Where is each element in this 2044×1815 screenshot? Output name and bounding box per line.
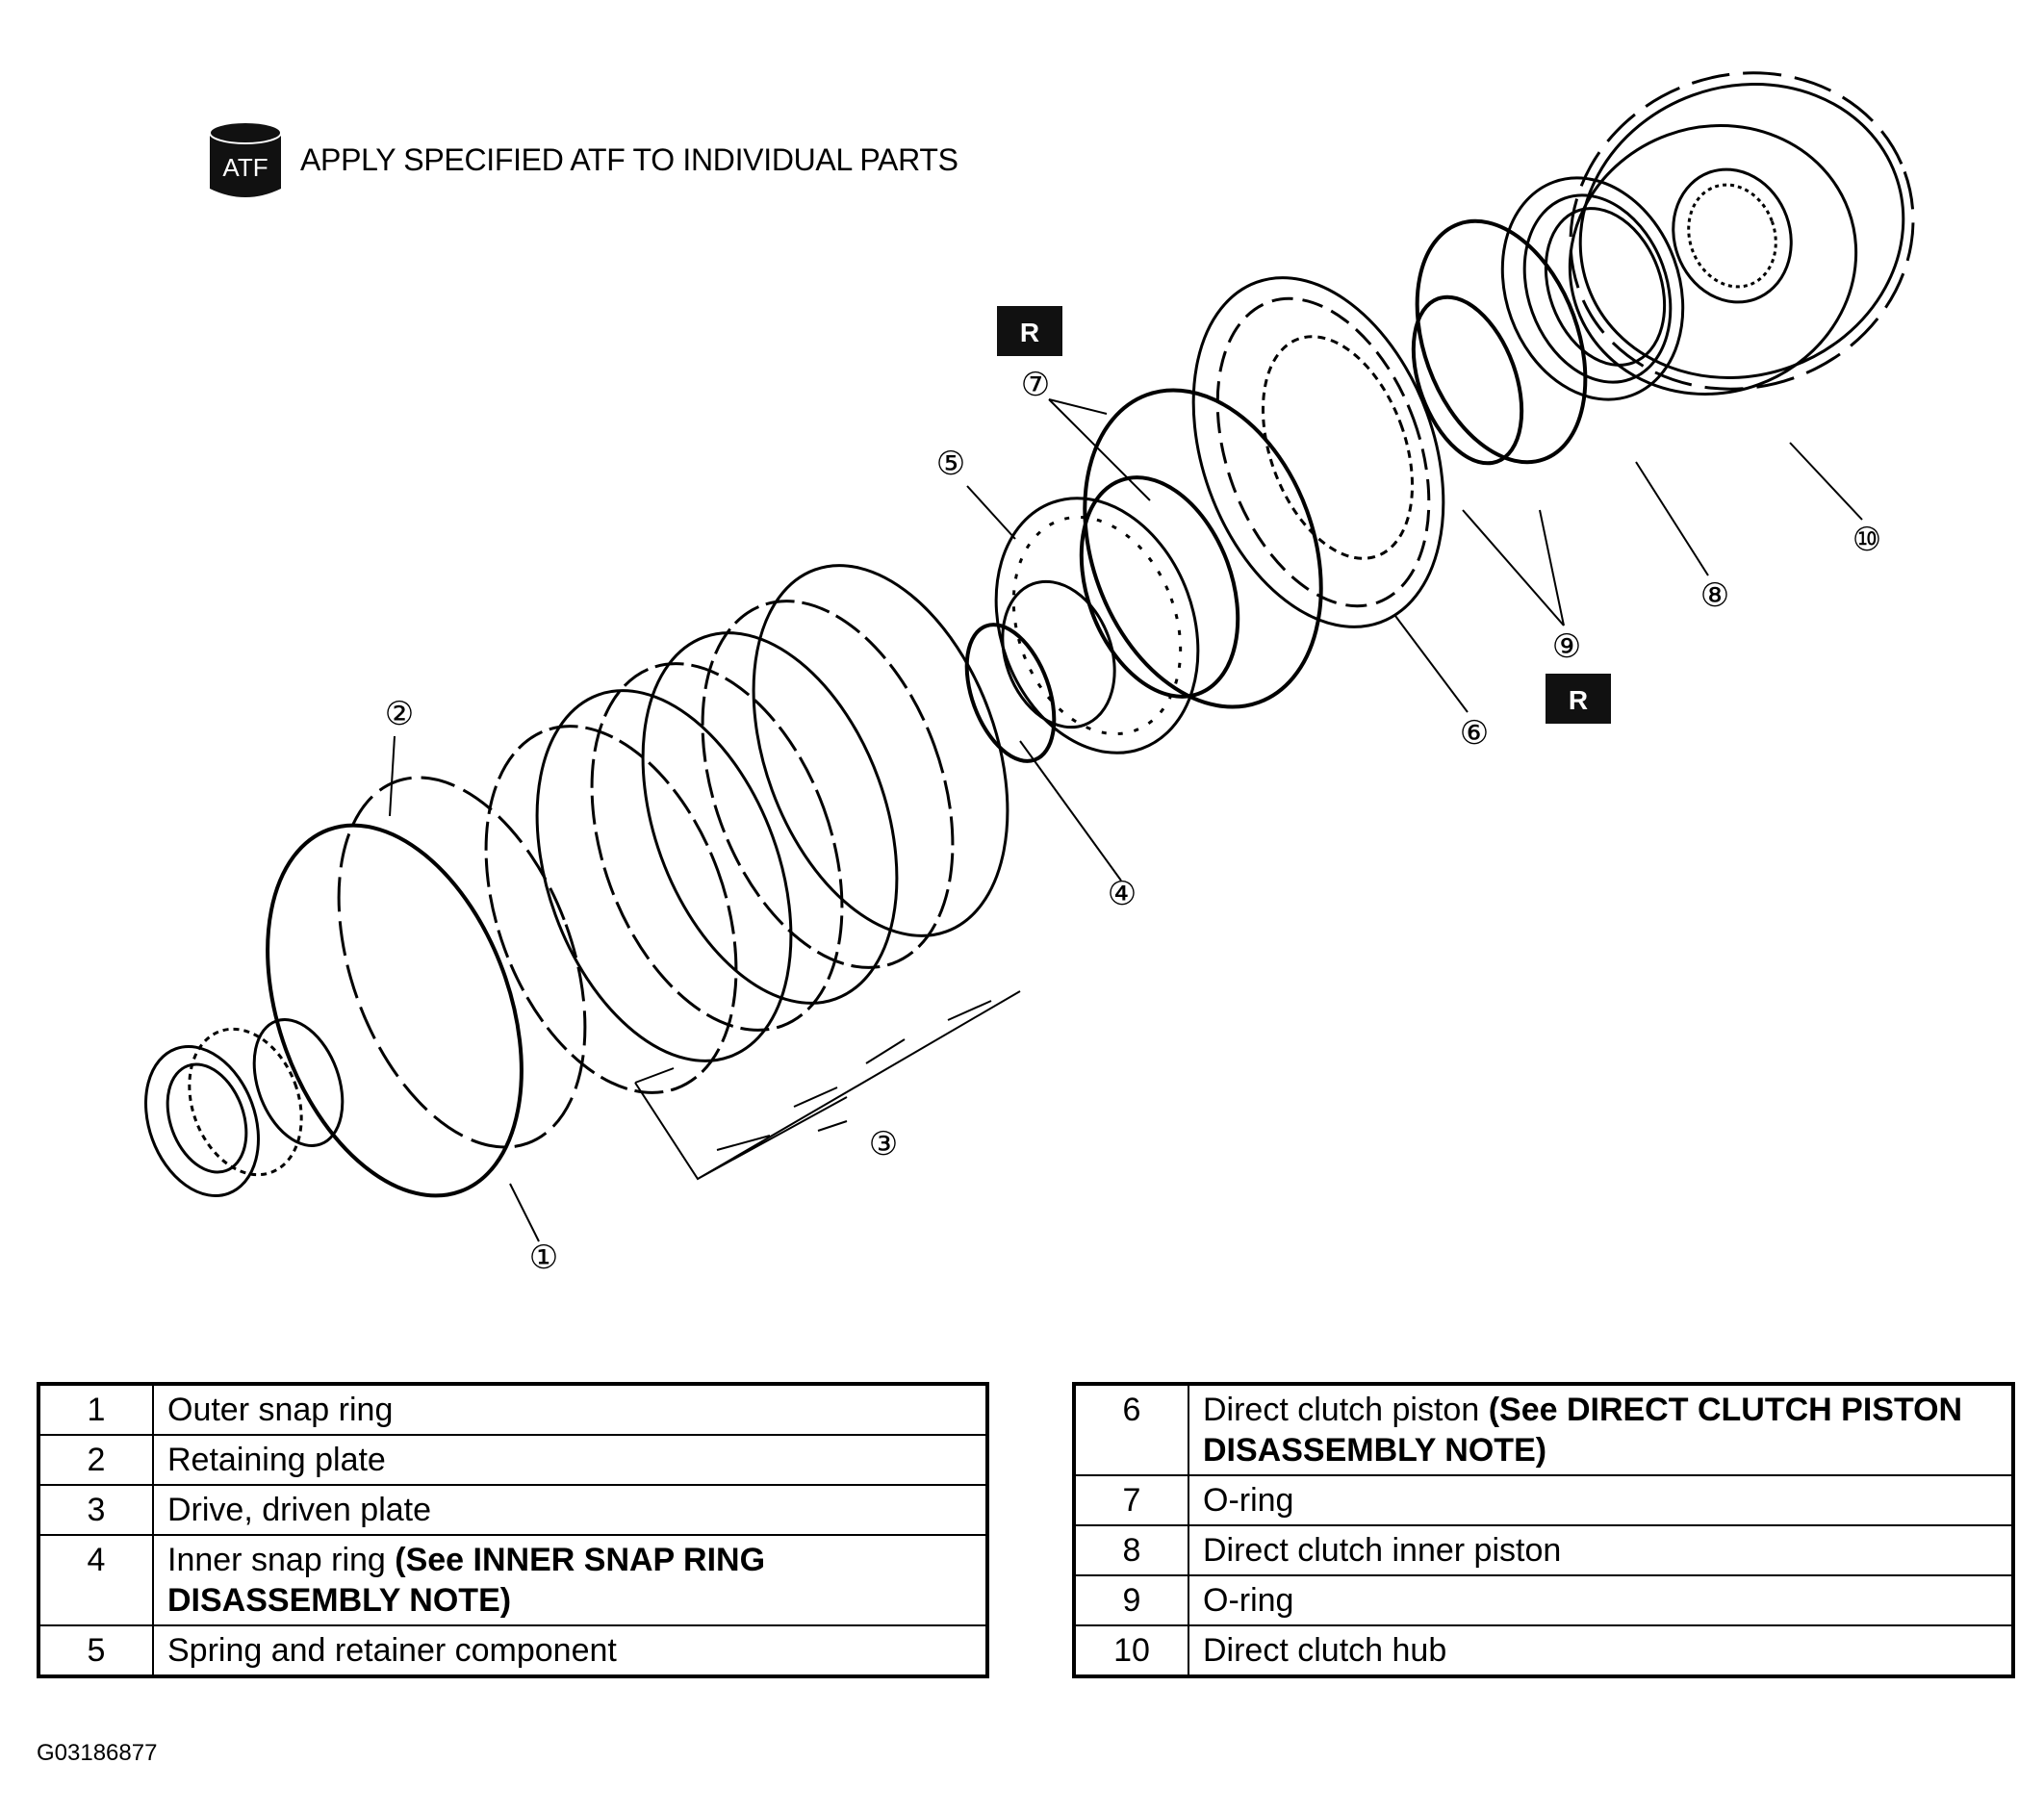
table-row: 4 Inner snap ring (See INNER SNAP RING D… <box>38 1534 988 1626</box>
callout-6: ⑥ <box>1460 715 1489 752</box>
part-number: 4 <box>38 1534 154 1626</box>
callout-7: ⑦ <box>1021 367 1050 403</box>
part-number: 8 <box>1073 1524 1189 1576</box>
atf-note: APPLY SPECIFIED ATF TO INDIVIDUAL PARTS <box>300 142 958 177</box>
part-name: O-ring <box>1188 1574 2014 1626</box>
table-row: 8 Direct clutch inner piston <box>1073 1524 2014 1576</box>
table-row: 6 Direct clutch piston (See DIRECT CLUTC… <box>1073 1383 2014 1476</box>
part-name: Outer snap ring <box>152 1383 988 1436</box>
part-number: 7 <box>1073 1474 1189 1526</box>
inner-snap-ring-drawing <box>964 623 1057 763</box>
parts-table-left: 1 Outer snap ring 2 Retaining plate 3 Dr… <box>37 1382 989 1678</box>
part-name: Direct clutch hub <box>1188 1624 2014 1677</box>
parts-table-right: 6 Direct clutch piston (See DIRECT CLUTC… <box>1072 1382 2015 1678</box>
clutch-plates-drawing <box>484 564 1009 1094</box>
part-name: O-ring <box>1188 1474 2014 1526</box>
exploded-view-diagram: ATF <box>144 71 1915 1276</box>
callout-3: ③ <box>869 1126 898 1163</box>
figure-id: G03186877 <box>37 1740 158 1766</box>
replace-badge-bottom: R <box>1546 674 1611 724</box>
callout-9: ⑨ <box>1552 628 1581 665</box>
direct-clutch-hub-drawing <box>1568 71 1915 396</box>
part-name: Retaining plate <box>152 1434 988 1486</box>
plates-bracket <box>634 990 1021 1181</box>
callout-1: ① <box>529 1240 558 1276</box>
outer-snap-ring-drawing <box>266 823 524 1198</box>
callout-8: ⑧ <box>1700 577 1729 614</box>
inner-piston-drawing <box>1500 176 1685 401</box>
part-name: Direct clutch piston (See DIRECT CLUTCH … <box>1188 1383 2014 1476</box>
callout-10: ⑩ <box>1852 522 1881 558</box>
part-number: 6 <box>1073 1383 1189 1476</box>
svg-text:R: R <box>1569 685 1588 715</box>
part-note: (See DIRECT CLUTCH PISTON DISASSEMBLY NO… <box>1203 1392 1963 1469</box>
part-number: 9 <box>1073 1574 1189 1626</box>
part-note: (See INNER SNAP RING DISASSEMBLY NOTE) <box>167 1542 766 1619</box>
table-row: 2 Retaining plate <box>38 1434 988 1486</box>
part-name: Direct clutch inner piston <box>1188 1524 2014 1576</box>
part-number: 5 <box>38 1624 154 1677</box>
o-rings-7-drawing <box>1079 388 1323 709</box>
part-name: Drive, driven plate <box>152 1484 988 1536</box>
callout-5: ⑤ <box>936 446 965 482</box>
callout-4: ④ <box>1108 876 1137 912</box>
replace-badge-top: R <box>997 306 1062 356</box>
spring-retainer-drawing <box>994 497 1200 754</box>
bearing-drawing <box>144 1018 345 1197</box>
table-row: 9 O-ring <box>1073 1574 2014 1626</box>
table-row: 5 Spring and retainer component <box>38 1624 988 1677</box>
part-number: 1 <box>38 1383 154 1436</box>
direct-clutch-piston-drawing <box>1191 276 1445 628</box>
atf-icon-text: ATF <box>222 153 268 182</box>
atf-can-icon: ATF <box>209 121 282 197</box>
table-row: 3 Drive, driven plate <box>38 1484 988 1536</box>
part-number: 10 <box>1073 1624 1189 1677</box>
svg-text:R: R <box>1020 318 1039 347</box>
leader-lines <box>389 398 1863 1242</box>
part-number: 3 <box>38 1484 154 1536</box>
part-number: 2 <box>38 1434 154 1486</box>
table-row: 1 Outer snap ring <box>38 1383 988 1436</box>
table-row: 7 O-ring <box>1073 1474 2014 1526</box>
retaining-plate-drawing <box>337 776 587 1149</box>
table-row: 10 Direct clutch hub <box>1073 1624 2014 1677</box>
part-name: Inner snap ring (See INNER SNAP RING DIS… <box>152 1534 988 1626</box>
part-name: Spring and retainer component <box>152 1624 988 1677</box>
callout-2: ② <box>385 696 414 732</box>
o-rings-9-drawing <box>1411 218 1588 466</box>
